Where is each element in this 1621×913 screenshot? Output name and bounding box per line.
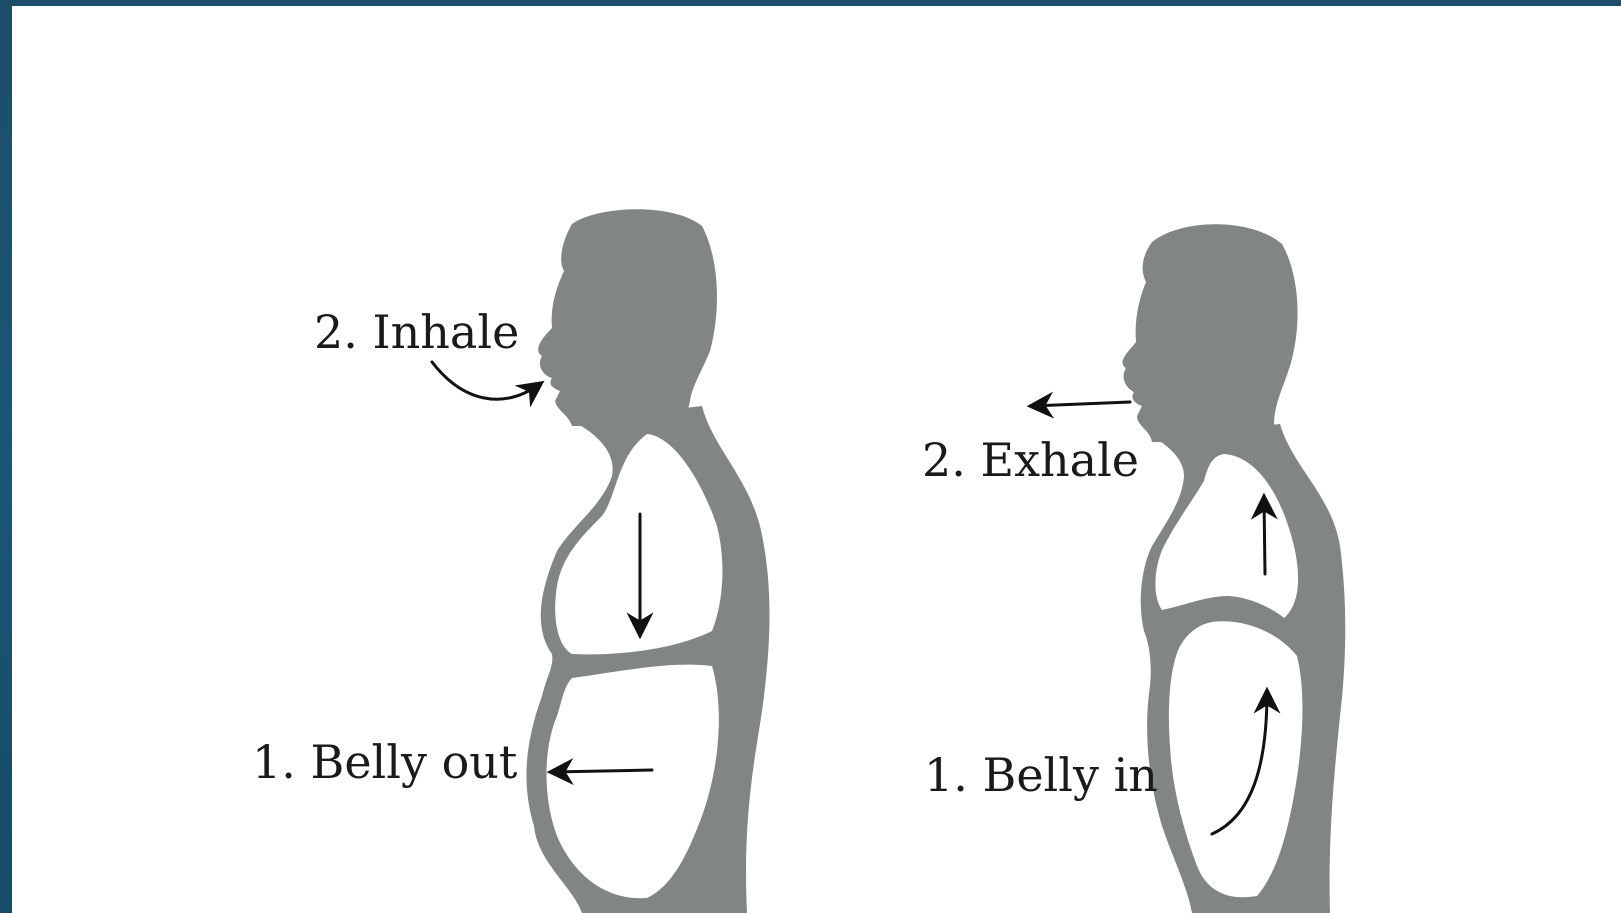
right-head: [1123, 224, 1298, 444]
diaphragm-up-arrow: [1264, 498, 1265, 574]
left-head: [538, 209, 717, 426]
inhale-arrow: [432, 362, 540, 399]
belly-out-arrow: [552, 770, 652, 772]
inhale-label: 2. Inhale: [314, 305, 519, 359]
left-figure: 2. Inhale 1. Belly out: [252, 209, 770, 913]
exhale-label: 2. Exhale: [922, 433, 1139, 487]
breathing-diagram: 2. Inhale 1. Belly out 2. Exhale: [12, 6, 1621, 913]
right-figure: 2. Exhale 1. Belly in: [922, 224, 1345, 913]
belly-in-label: 1. Belly in: [924, 748, 1158, 802]
exhale-arrow: [1032, 402, 1130, 406]
diagram-canvas: 2. Inhale 1. Belly out 2. Exhale: [12, 6, 1621, 913]
belly-out-label: 1. Belly out: [252, 735, 518, 789]
